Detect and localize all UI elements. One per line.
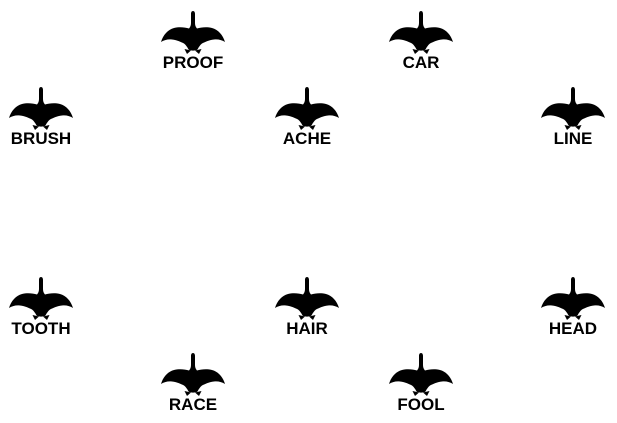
bird-tooth[interactable]: TOOTH	[1, 275, 81, 347]
goose-icon	[388, 351, 454, 397]
bird-label: HEAD	[548, 319, 598, 338]
goose-icon	[8, 275, 74, 321]
bird-line[interactable]: LINE	[533, 85, 613, 157]
bird-label: PROOF	[162, 53, 224, 72]
bird-label: LINE	[553, 129, 593, 148]
bird-label: TOOTH	[11, 319, 71, 338]
bird-label: ACHE	[282, 129, 332, 148]
goose-icon	[160, 9, 226, 55]
goose-icon	[388, 9, 454, 55]
bird-ache[interactable]: ACHE	[267, 85, 347, 157]
goose-icon	[274, 275, 340, 321]
bird-label: RACE	[168, 395, 218, 414]
goose-icon	[160, 351, 226, 397]
bird-hair[interactable]: HAIR	[267, 275, 347, 347]
goose-icon	[274, 85, 340, 131]
bird-car[interactable]: CAR	[381, 9, 461, 81]
bird-label: FOOL	[397, 395, 445, 414]
bird-label: BRUSH	[10, 129, 72, 148]
bird-brush[interactable]: BRUSH	[1, 85, 81, 157]
bird-proof[interactable]: PROOF	[153, 9, 233, 81]
goose-icon	[8, 85, 74, 131]
bird-race[interactable]: RACE	[153, 351, 233, 423]
bird-head[interactable]: HEAD	[533, 275, 613, 347]
goose-icon	[540, 275, 606, 321]
bird-fool[interactable]: FOOL	[381, 351, 461, 423]
goose-icon	[540, 85, 606, 131]
bird-label: CAR	[402, 53, 440, 72]
bird-label: HAIR	[286, 319, 328, 338]
